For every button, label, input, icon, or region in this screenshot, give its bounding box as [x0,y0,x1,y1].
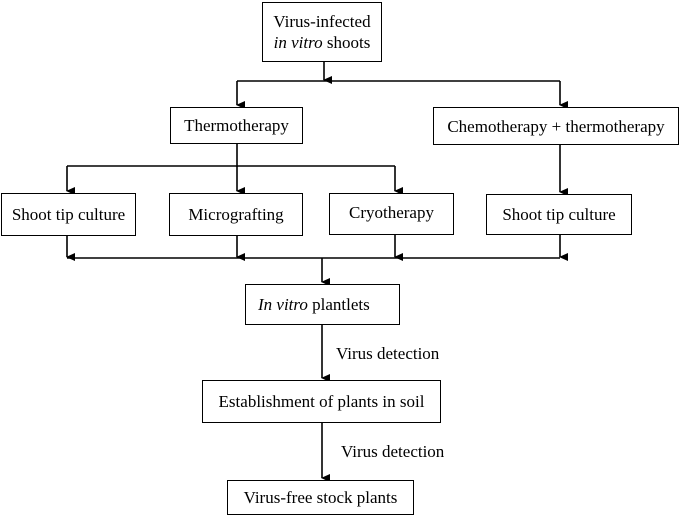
node-stc2-label: Shoot tip culture [502,205,616,224]
node-virus-free-stock: Virus-free stock plants [227,480,414,515]
node-establishment-soil: Establishment of plants in soil [202,380,441,423]
node-shoot-tip-culture-2: Shoot tip culture [486,194,632,235]
node-in-vitro-plantlets: In vitro plantlets [245,284,400,325]
node-chemotherapy-thermotherapy: Chemotherapy + thermotherapy [433,107,679,145]
edge-label-virus-detection-2: Virus detection [341,442,445,461]
node-root-line1: Virus-infected [273,12,371,31]
node-chemo-label: Chemotherapy + thermotherapy [447,116,665,136]
node-cryotherapy: Cryotherapy [329,193,454,235]
node-soil-label: Establishment of plants in soil [218,392,425,411]
node-root-italic: in vitro [273,33,323,52]
node-stc1-label: Shoot tip culture [11,205,126,224]
node-micrografting: Micrografting [169,193,303,236]
node-final-label: Virus-free stock plants [243,488,398,507]
node-plantlets-rest: plantlets [307,295,370,314]
node-plantlets-text: In vitro plantlets [258,294,370,315]
edge-label-virus-detection-1: Virus detection [336,344,440,363]
node-virus-infected-shoots: Virus-infected in vitro shoots [262,2,382,62]
node-thermotherapy-label: Thermotherapy [184,116,289,135]
node-cryotherapy-label: Cryotherapy [349,203,434,222]
node-thermotherapy: Thermotherapy [170,107,303,144]
node-plantlets-italic: In vitro [258,295,308,314]
node-root-rest: shoots [322,33,371,52]
node-root-line2: in vitro shoots [274,32,371,53]
node-micrografting-label: Micrografting [188,205,284,224]
node-shoot-tip-culture-1: Shoot tip culture [1,193,136,236]
